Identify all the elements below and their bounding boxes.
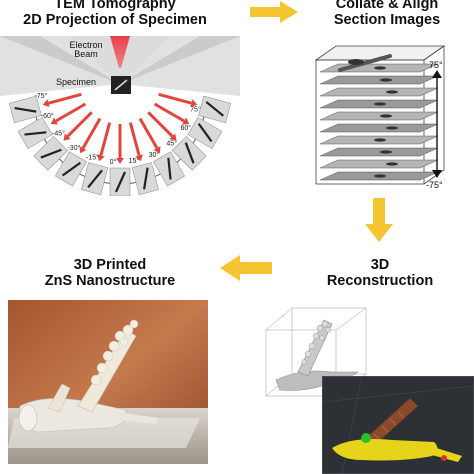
angle-label: 45° bbox=[166, 140, 177, 148]
printed-title-line2: ZnS Nanostructure bbox=[44, 273, 176, 289]
section-slice bbox=[319, 111, 439, 121]
slice-feature bbox=[380, 78, 392, 82]
projection-tile bbox=[187, 116, 223, 150]
slice-feature bbox=[380, 114, 392, 118]
slice-feature bbox=[374, 174, 386, 178]
projection-tile bbox=[152, 151, 186, 187]
projection-arrowhead bbox=[116, 158, 124, 164]
bottom-angle-label: -75° bbox=[426, 180, 443, 190]
slice-feature bbox=[374, 66, 386, 70]
beam-label: Electron Beam bbox=[64, 41, 108, 59]
printed-title-line1: 3D Printed bbox=[73, 257, 147, 273]
angle-label: 60° bbox=[180, 124, 191, 132]
flow-arrow-left bbox=[220, 255, 272, 281]
projection-tile bbox=[81, 162, 109, 196]
section-slice bbox=[319, 159, 439, 169]
projection-arrow bbox=[66, 111, 93, 138]
tem-title-line2: 2D Projection of Specimen bbox=[23, 12, 207, 28]
flow-arrow-down bbox=[365, 198, 393, 242]
projection-arrowhead bbox=[96, 154, 105, 162]
tilt-range-arrow bbox=[432, 70, 442, 178]
projection-arrow bbox=[147, 111, 174, 138]
projection-tiles: -75° -60° -45°-30° -15° 0° 15° 30° 45°60° 75° bbox=[8, 92, 232, 196]
slice-feature bbox=[386, 126, 398, 130]
slice-feature bbox=[386, 162, 398, 166]
collate-title-line1: Collate & Align bbox=[335, 0, 439, 12]
projection-tile bbox=[198, 95, 232, 123]
projection-arrowhead bbox=[153, 146, 161, 154]
section-slice bbox=[319, 75, 439, 85]
projection-arrowhead bbox=[50, 117, 58, 125]
section-slice bbox=[319, 87, 439, 97]
tem-title-line1: TEM Tomography bbox=[54, 0, 176, 12]
electron-beam bbox=[110, 36, 130, 68]
projection-arrowhead bbox=[135, 154, 144, 162]
specimen-label: Specimen bbox=[56, 77, 97, 87]
projection-arrow bbox=[158, 92, 192, 105]
projection-arrowhead bbox=[169, 133, 177, 141]
printed-title: 3D Printed ZnS Nanostructure bbox=[10, 257, 210, 289]
projection-arrow bbox=[55, 102, 87, 123]
slice-feature bbox=[386, 90, 398, 94]
projection-tile bbox=[131, 162, 159, 196]
angle-label: -60° bbox=[41, 112, 54, 120]
reconstruction-title-line1: 3D bbox=[370, 257, 390, 273]
reconstruction-title-line2: Reconstruction bbox=[326, 273, 434, 289]
projection-arrow bbox=[138, 117, 159, 149]
projection-arrowhead bbox=[79, 146, 87, 154]
angle-label: -15° bbox=[86, 153, 99, 161]
projection-arrow bbox=[153, 102, 185, 123]
angle-label: -30° bbox=[67, 144, 80, 152]
projection-arrowhead bbox=[42, 99, 50, 108]
projection-arrow bbox=[81, 117, 102, 149]
slice-feature bbox=[374, 102, 386, 106]
projection-tile bbox=[171, 135, 207, 171]
beam-label-line1: Electron bbox=[69, 40, 103, 50]
collate-title: Collate & Align Section Images bbox=[300, 0, 474, 28]
slice-feature bbox=[374, 138, 386, 142]
projection-arrowhead bbox=[190, 99, 198, 108]
section-slice bbox=[319, 123, 439, 133]
projection-arrowhead bbox=[182, 117, 190, 125]
angle-label: 30° bbox=[149, 151, 160, 159]
tem-projection-diagram bbox=[0, 36, 240, 185]
projection-arrow bbox=[128, 122, 141, 156]
projection-arrow bbox=[48, 92, 82, 105]
collate-title-line2: Section Images bbox=[333, 12, 441, 28]
projection-arrow bbox=[99, 122, 112, 156]
projection-tile bbox=[54, 151, 88, 187]
projection-tile bbox=[33, 135, 69, 171]
angle-label: -45° bbox=[52, 130, 65, 138]
projection-tile bbox=[8, 95, 42, 123]
angle-label: 15° bbox=[129, 157, 140, 165]
angle-label: 0° bbox=[110, 158, 117, 166]
reconstruction-title: 3D Reconstruction bbox=[290, 257, 470, 289]
projection-tile bbox=[109, 167, 131, 196]
flow-arrow-right bbox=[250, 1, 298, 23]
section-slice bbox=[319, 147, 439, 157]
beam-label-line2: Beam bbox=[74, 49, 98, 59]
printed-photo bbox=[8, 300, 208, 464]
reconstruction-render bbox=[322, 376, 474, 474]
angle-label: -75° bbox=[34, 92, 47, 100]
tem-title: TEM Tomography 2D Projection of Specimen bbox=[0, 0, 230, 28]
top-angle-label: 75° bbox=[429, 60, 443, 70]
slice-feature bbox=[380, 150, 392, 154]
projection-arrowhead bbox=[63, 133, 71, 141]
angle-label: 75° bbox=[190, 105, 201, 113]
projection-tile bbox=[17, 116, 53, 150]
